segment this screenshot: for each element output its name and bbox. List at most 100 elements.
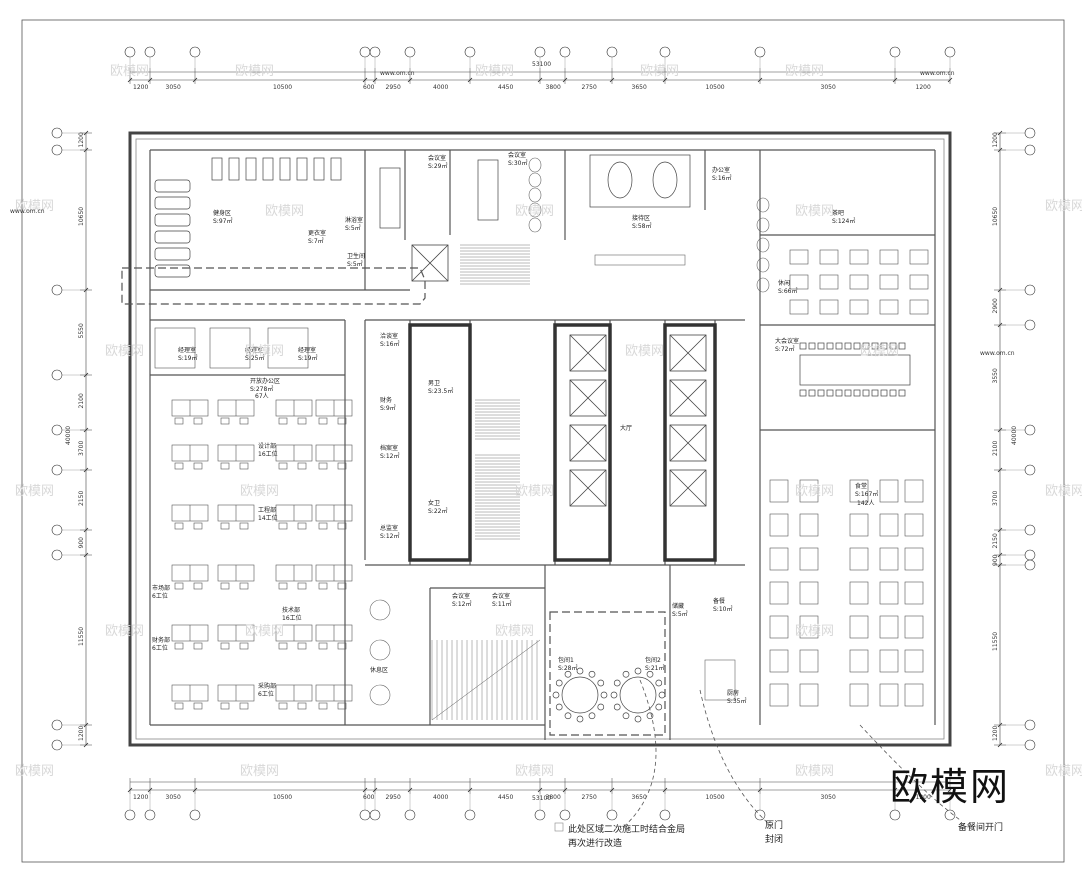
dimension-label: 2150 bbox=[992, 533, 999, 548]
axis-bubble bbox=[559, 46, 571, 58]
dining-table bbox=[904, 683, 924, 707]
room-area-mgr1: S:19㎡ bbox=[178, 354, 197, 362]
boardroom-chair bbox=[853, 389, 861, 397]
watermarks: 欧模网欧模网欧模网欧模网欧模网欧模网欧模网欧模网欧模网欧模网欧模网欧模网欧模网欧… bbox=[10, 64, 1082, 779]
watermark-text: 欧模网 bbox=[515, 764, 554, 779]
room-area-private1: S:28㎡ bbox=[558, 664, 577, 672]
chair bbox=[220, 702, 230, 710]
axis-bubble bbox=[464, 46, 476, 58]
round-table-chair bbox=[646, 712, 654, 720]
cafe-table bbox=[909, 299, 929, 315]
manager-desk bbox=[154, 327, 196, 369]
chair bbox=[220, 522, 230, 530]
room-area-finance: S:9㎡ bbox=[380, 404, 396, 412]
manager-desk bbox=[267, 327, 309, 369]
room-area-archive: S:12㎡ bbox=[380, 452, 399, 460]
dining-table bbox=[879, 615, 899, 639]
shaft-cross bbox=[569, 334, 607, 372]
chair bbox=[239, 417, 249, 425]
gym-machine bbox=[330, 157, 342, 181]
chair bbox=[174, 642, 184, 650]
watermark-text: 欧模网 bbox=[15, 199, 54, 214]
elevator-shaft bbox=[669, 424, 707, 462]
shaft-cross bbox=[669, 424, 707, 462]
chair bbox=[174, 522, 184, 530]
room-label-storage: 储藏 bbox=[672, 602, 684, 610]
boardroom-chair bbox=[889, 342, 897, 350]
shaft-cross bbox=[411, 244, 449, 282]
boardroom-chair bbox=[808, 342, 816, 350]
dimension-label: 1200 bbox=[916, 84, 931, 91]
axis-bubble bbox=[659, 809, 671, 821]
gym-machine bbox=[245, 157, 257, 181]
cafe-table bbox=[819, 299, 839, 315]
dimension-label: 2150 bbox=[78, 491, 85, 506]
dining-table bbox=[849, 683, 869, 707]
dining-table bbox=[879, 513, 899, 537]
room-area-dept3: 6工位 bbox=[152, 592, 168, 600]
round-table-chair bbox=[610, 691, 618, 699]
dining-table bbox=[879, 479, 899, 503]
watermark-text: 欧模网 bbox=[795, 484, 834, 499]
dimension-label: 2100 bbox=[78, 393, 85, 408]
dining-table bbox=[769, 683, 789, 707]
chair bbox=[220, 417, 230, 425]
room-area-dept2: 14工位 bbox=[258, 514, 278, 522]
dining-table bbox=[879, 683, 899, 707]
dimension-label: 1200 bbox=[916, 794, 931, 801]
cafe-table bbox=[819, 274, 839, 290]
chair bbox=[193, 702, 203, 710]
room-label-reception: 接待区 bbox=[632, 214, 650, 222]
chair bbox=[239, 522, 249, 530]
chair bbox=[318, 462, 328, 470]
watermark-text: 欧模网 bbox=[625, 344, 664, 359]
room-label-pantry: 备餐 bbox=[713, 597, 725, 605]
axis-bubble bbox=[1024, 559, 1036, 571]
axis-bubble bbox=[1024, 524, 1036, 536]
room-label-openoffice_people: 67人 bbox=[255, 393, 269, 400]
axis-bubble bbox=[606, 46, 618, 58]
meeting-table-2 bbox=[477, 159, 499, 221]
boardroom-chair bbox=[880, 389, 888, 397]
watermark-text: 欧模网 bbox=[1045, 484, 1082, 499]
axis-bubble bbox=[124, 46, 136, 58]
axis-bubble bbox=[359, 809, 371, 821]
room-area-wc_f: S:22㎡ bbox=[428, 507, 447, 515]
room-label-dept3: 市场部 bbox=[152, 584, 170, 592]
planter bbox=[528, 172, 542, 188]
shaft-cross bbox=[669, 379, 707, 417]
total-width-top: 53100 bbox=[532, 61, 551, 68]
boardroom-chair bbox=[853, 342, 861, 350]
elevator-shaft bbox=[569, 469, 607, 507]
watermark-text: 欧模网 bbox=[515, 204, 554, 219]
planter bbox=[528, 202, 542, 218]
dimension-label: 1200 bbox=[992, 132, 999, 147]
room-label-shower1: 淋浴室 bbox=[345, 216, 363, 224]
round-table-chair bbox=[613, 679, 621, 687]
elevator-shaft bbox=[569, 379, 607, 417]
chair bbox=[174, 417, 184, 425]
round-table-chair bbox=[552, 691, 560, 699]
treadmill bbox=[154, 213, 191, 227]
dimension-label: 10500 bbox=[706, 84, 725, 91]
watermark-text: 欧模网 bbox=[245, 344, 284, 359]
room-label-finance: 财务 bbox=[380, 396, 392, 404]
cafe-table bbox=[819, 249, 839, 265]
room-label-dept4: 财务部 bbox=[152, 636, 170, 644]
room-label-office_s: 办公室 bbox=[712, 166, 730, 174]
room-label-dept6: 采购部 bbox=[258, 682, 276, 690]
coffee-table bbox=[652, 161, 678, 199]
chair bbox=[220, 582, 230, 590]
round-table-chair bbox=[576, 715, 584, 723]
room-label-lobby: 大厅 bbox=[620, 424, 632, 432]
core-walls bbox=[408, 323, 717, 562]
axis-bubble bbox=[51, 719, 63, 731]
axis-bubble bbox=[51, 464, 63, 476]
dimension-label: 1200 bbox=[133, 84, 148, 91]
room-area-shower1: S:5㎡ bbox=[345, 224, 361, 232]
cafe-table bbox=[849, 299, 869, 315]
room-label-changing: 更衣室 bbox=[308, 229, 326, 237]
room-label-reading: 洽谈室 bbox=[380, 332, 398, 340]
watermark-text: 欧模网 bbox=[1045, 764, 1082, 779]
room-area-dept1: 16工位 bbox=[258, 450, 278, 458]
